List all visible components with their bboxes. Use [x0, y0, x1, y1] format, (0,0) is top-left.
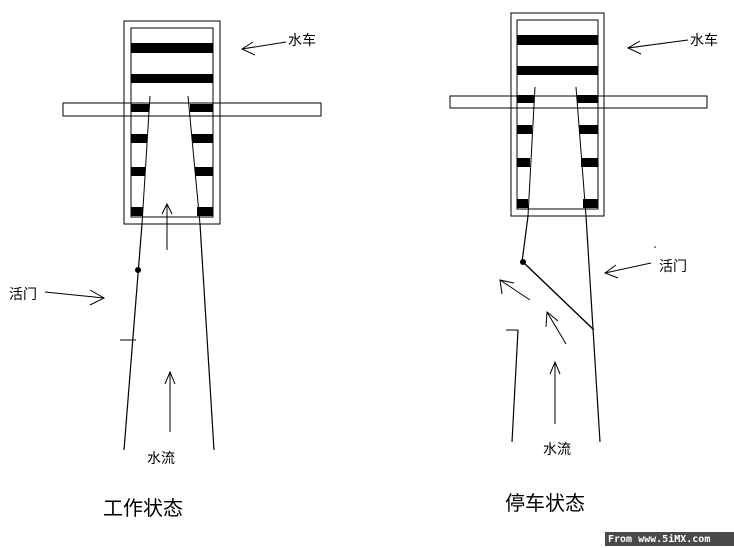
flow-arrow-middle-right — [545, 310, 567, 345]
valve-pointer-arrow-right — [603, 262, 652, 279]
valve-label-right: 活门 — [659, 259, 687, 275]
wheel-housing-outer-left — [123, 20, 221, 225]
watermark: From www.5iMX.com — [605, 532, 734, 546]
inner-shaft-right-b — [575, 86, 587, 217]
valve-label-left: 活门 — [9, 287, 37, 303]
pipe-wall-left-b — [199, 223, 215, 451]
pipe-wall-right-c — [511, 329, 519, 443]
flow-label-right: 水流 — [543, 442, 571, 458]
wheel-housing-outer-right — [510, 12, 605, 217]
marker-dot-right — [654, 246, 656, 248]
inner-shaft-left-b — [187, 95, 201, 225]
diverted-flow-arrow-right — [499, 279, 531, 301]
wheel-paddles-left — [131, 43, 213, 216]
state-title-working: 工作状态 — [103, 496, 183, 520]
flow-arrow-lower-left — [164, 370, 176, 432]
watermark-text: From www.5iMX.com — [608, 533, 710, 545]
wheel-label-right: 水车 — [690, 32, 718, 49]
wheel-pointer-arrow-left — [240, 41, 287, 56]
wheel-housing-inner-left — [130, 27, 214, 218]
wheel-housing-inner-right — [516, 19, 599, 210]
wheel-pointer-arrow-right — [626, 39, 689, 55]
watermark-background — [605, 532, 734, 546]
flow-label-left: 水流 — [147, 451, 175, 467]
flow-arrow-lower-right — [549, 360, 561, 424]
pipe-wall-left-a — [123, 223, 143, 451]
pipe-wall-right-a — [521, 215, 529, 263]
wheel-paddles-right — [517, 35, 598, 208]
flow-arrow-upper-left — [161, 202, 173, 250]
valve-pointer-arrow-left — [44, 289, 106, 306]
working-state-diagram: 水车 活门 水流 工作状态 — [9, 20, 322, 520]
stopped-state-diagram: 水车 活门 水流 停车状态 — [449, 12, 718, 515]
inner-shaft-left-a — [141, 95, 151, 225]
valve-hinge-left — [135, 267, 141, 273]
valve-flap-right — [522, 261, 595, 331]
state-title-stopped: 停车状态 — [505, 491, 585, 515]
wheel-label-left: 水车 — [288, 32, 316, 49]
inner-shaft-right-a — [527, 86, 536, 217]
